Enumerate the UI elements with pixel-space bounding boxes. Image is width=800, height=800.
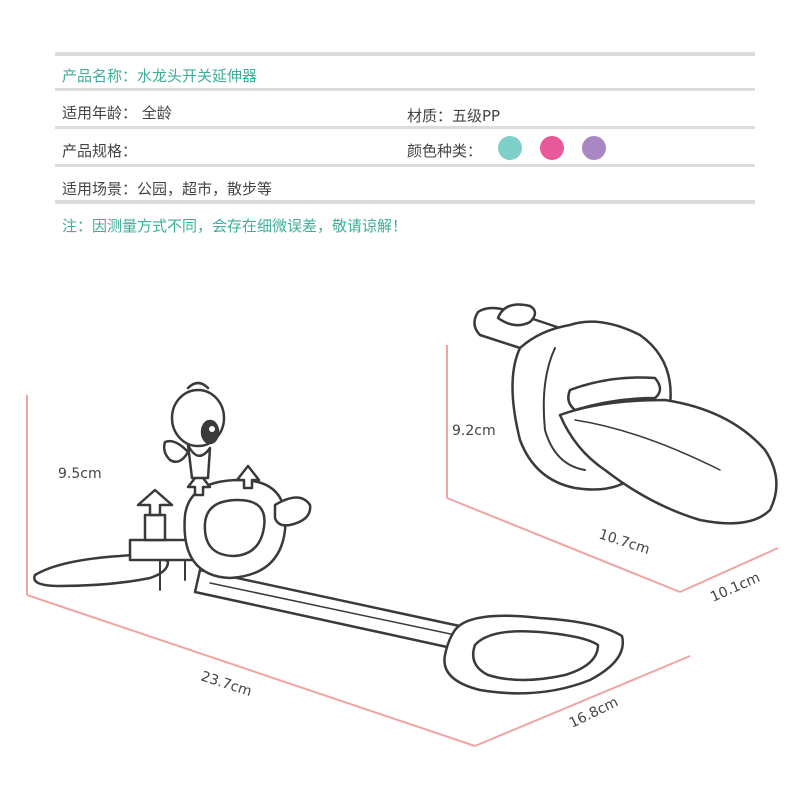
bird-eye xyxy=(200,419,220,445)
top-arrow-right xyxy=(235,464,261,490)
color-swatch-purple xyxy=(582,136,606,160)
screw-arrow xyxy=(136,488,174,517)
color-swatch-teal xyxy=(498,136,522,160)
left-height-label: 9.5cm xyxy=(58,466,102,482)
suitable-age: 适用年龄： 全龄 xyxy=(62,104,172,122)
bird-wing xyxy=(162,439,190,463)
right-length-label: 10.7cm xyxy=(597,527,652,558)
left-length-label: 23.7cm xyxy=(199,669,254,700)
handle-rod xyxy=(193,568,480,654)
depth-line xyxy=(679,547,779,593)
table-bottom-rule xyxy=(55,200,755,204)
handle-ring-hole xyxy=(471,630,600,682)
left-depth-label: 16.8cm xyxy=(567,694,621,731)
table-rule xyxy=(55,126,755,129)
material: 材质：五级PP xyxy=(407,107,501,125)
right-dimension-lines xyxy=(446,345,779,593)
color-options-label: 颜色种类： xyxy=(407,142,483,160)
product-name: 产品名称：水龙头开关延伸器 xyxy=(62,67,258,85)
product-size: 产品规格： xyxy=(62,142,138,160)
right-product-drawing xyxy=(473,303,778,525)
left-product-drawing xyxy=(33,381,625,695)
table-rule xyxy=(55,164,755,167)
clamp-screw xyxy=(143,513,167,542)
length-line xyxy=(26,594,476,747)
table-rule xyxy=(55,88,755,91)
left-dimension-lines xyxy=(26,395,691,747)
color-swatch-pink xyxy=(540,136,564,160)
bird-body xyxy=(186,443,212,480)
cap-ear xyxy=(496,303,537,327)
measurement-note: 注：因测量方式不同，会存在细微误差，敬请谅解！ xyxy=(62,217,408,235)
usage-scene: 适用场景：公园，超市，散步等 xyxy=(62,180,273,198)
right-height-label: 9.2cm xyxy=(452,423,496,439)
clamp-ring-hole xyxy=(203,498,266,558)
depth-line xyxy=(474,655,691,747)
length-line xyxy=(446,497,681,593)
table-top-rule xyxy=(55,52,755,56)
spout-lip xyxy=(558,398,778,525)
spout-slot xyxy=(567,376,662,412)
left-paddle xyxy=(33,553,170,588)
right-wing xyxy=(273,496,312,527)
